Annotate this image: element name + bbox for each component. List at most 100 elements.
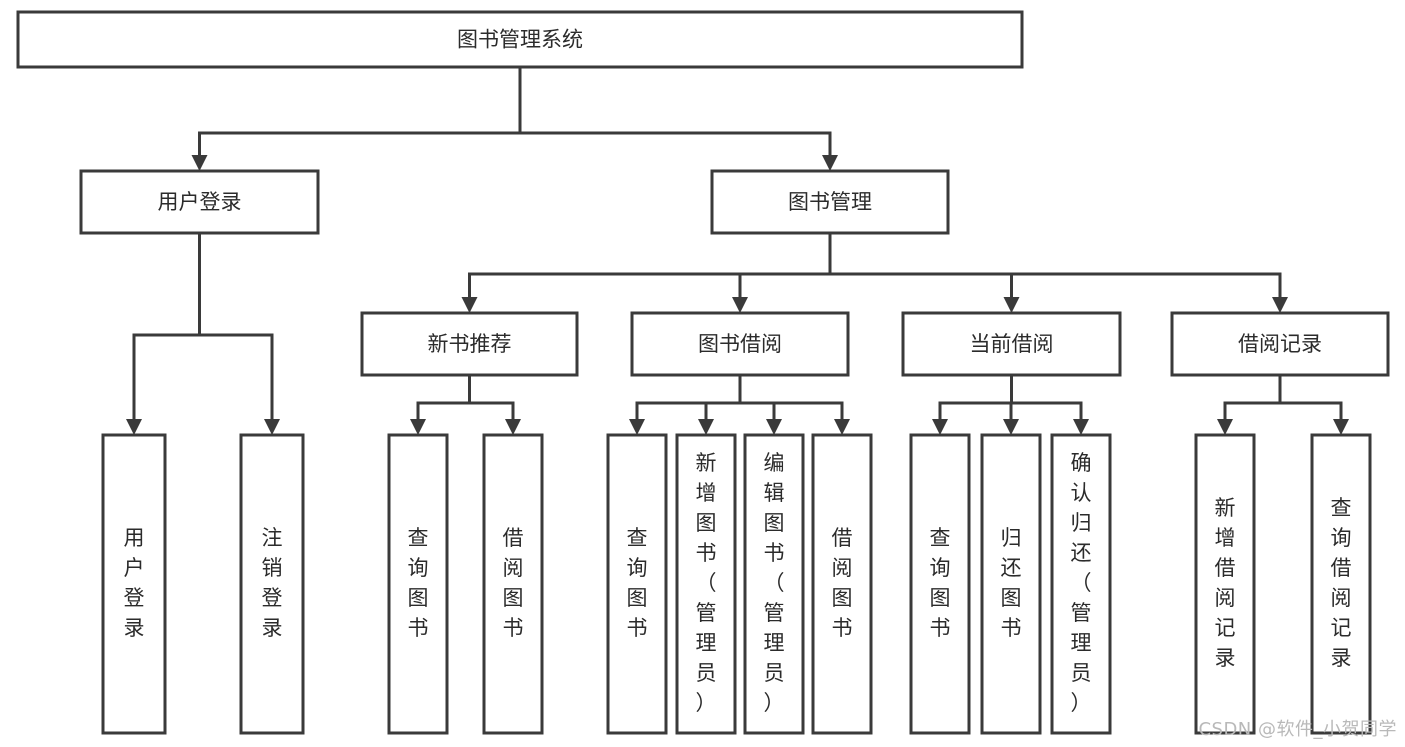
node-leaf-add-book[interactable]: 新增图书（管理员）: [675, 433, 737, 735]
connector-line: [738, 375, 776, 422]
node-leaf-add-record[interactable]: 新增借阅记录: [1194, 433, 1256, 735]
node-box[interactable]: [743, 433, 805, 735]
connector-root-to-book-manage: [518, 67, 838, 171]
arrow-head-icon: [126, 419, 142, 435]
node-new-book-recommend[interactable]: 新书推荐: [360, 311, 579, 377]
connector-line: [938, 375, 1013, 422]
node-box[interactable]: [901, 311, 1122, 377]
connector-line: [704, 375, 742, 422]
arrow-head-icon: [732, 297, 748, 313]
node-box[interactable]: [1050, 433, 1112, 735]
node-label: 借阅图书: [503, 526, 524, 640]
node-book-manage[interactable]: 图书管理: [710, 169, 950, 235]
arrow-head-icon: [1333, 419, 1349, 435]
connector-user-login-to-leaf-user-login: [126, 233, 201, 435]
node-box[interactable]: [909, 433, 971, 735]
node-label: 当前借阅: [970, 332, 1054, 356]
node-label: 新增借阅记录: [1215, 496, 1236, 670]
connector-book-borrow-to-leaf-query-book-b: [629, 375, 742, 435]
connector-line: [738, 233, 832, 300]
node-label: 用户登录: [158, 190, 242, 214]
node-label: 注销登录: [262, 526, 283, 640]
arrow-head-icon: [1272, 297, 1288, 313]
connector-line: [468, 233, 832, 300]
node-box[interactable]: [811, 433, 873, 735]
connector-line: [635, 375, 742, 422]
node-leaf-logout[interactable]: 注销登录: [239, 433, 305, 735]
connector-root-to-user-login: [191, 67, 522, 171]
node-box[interactable]: [630, 311, 850, 377]
connector-current-borrow-to-leaf-query-book-c: [932, 375, 1013, 435]
node-leaf-confirm-return[interactable]: 确认归还（管理员）: [1050, 433, 1112, 735]
arrow-head-icon: [932, 419, 948, 435]
node-box[interactable]: [482, 433, 544, 735]
connector-user-login-to-leaf-logout: [198, 233, 280, 435]
node-current-borrow[interactable]: 当前借阅: [901, 311, 1122, 377]
node-label: 编辑图书（管理员）: [764, 451, 785, 715]
connector-layer: [126, 67, 1349, 435]
arrow-head-icon: [264, 419, 280, 435]
node-leaf-query-record[interactable]: 查询借阅记录: [1310, 433, 1372, 735]
node-borrow-record[interactable]: 借阅记录: [1170, 311, 1390, 377]
connector-book-manage-to-borrow-record: [828, 233, 1288, 313]
connector-line: [132, 233, 201, 422]
connector-line: [828, 233, 1013, 300]
arrow-head-icon: [410, 419, 426, 435]
node-leaf-edit-book[interactable]: 编辑图书（管理员）: [743, 433, 805, 735]
connector-line: [1223, 375, 1282, 422]
node-label: 用户登录: [124, 526, 145, 640]
node-label: 图书管理系统: [457, 28, 583, 52]
node-label: 确认归还（管理员）: [1071, 451, 1092, 715]
node-box[interactable]: [675, 433, 737, 735]
node-leaf-query-book-c[interactable]: 查询图书: [909, 433, 971, 735]
watermark-label: CSDN @软件_小贺同学: [1198, 719, 1397, 740]
connector-line: [1010, 375, 1083, 422]
node-box[interactable]: [606, 433, 668, 735]
node-label: 查询图书: [408, 526, 429, 640]
node-book-borrow[interactable]: 图书借阅: [630, 311, 850, 377]
connector-new-book-recommend-to-leaf-query-book-a: [410, 375, 471, 435]
node-leaf-user-login[interactable]: 用户登录: [101, 433, 167, 735]
node-box[interactable]: [387, 433, 449, 735]
connector-new-book-recommend-to-leaf-borrow-book-a: [468, 375, 521, 435]
connector-line: [518, 67, 832, 158]
node-leaf-borrow-book-a[interactable]: 借阅图书: [482, 433, 544, 735]
node-label: 归还图书: [1001, 526, 1022, 640]
arrow-head-icon: [1217, 419, 1233, 435]
connector-line: [198, 233, 274, 422]
node-box[interactable]: [360, 311, 579, 377]
node-box[interactable]: [1310, 433, 1372, 735]
node-box[interactable]: [16, 10, 1024, 69]
arrow-head-icon: [629, 419, 645, 435]
node-box[interactable]: [1194, 433, 1256, 735]
arrow-head-icon: [1003, 297, 1020, 313]
node-box[interactable]: [79, 169, 320, 235]
node-label: 借阅图书: [832, 526, 853, 640]
connector-book-manage-to-book-borrow: [732, 233, 832, 313]
node-box[interactable]: [710, 169, 950, 235]
node-leaf-query-book-a[interactable]: 查询图书: [387, 433, 449, 735]
connector-line: [1278, 375, 1343, 422]
arrow-head-icon: [1073, 419, 1089, 435]
connector-line: [198, 67, 522, 158]
node-box[interactable]: [1170, 311, 1390, 377]
arrow-head-icon: [191, 155, 208, 171]
connector-line: [468, 375, 515, 422]
node-label: 新增图书（管理员）: [696, 451, 717, 715]
arrow-head-icon: [834, 419, 850, 435]
connector-book-borrow-to-leaf-add-book: [698, 375, 742, 435]
node-label: 借阅记录: [1238, 332, 1322, 356]
node-box[interactable]: [239, 433, 305, 735]
connector-borrow-record-to-leaf-query-record: [1278, 375, 1349, 435]
arrow-head-icon: [1003, 419, 1019, 435]
node-user-login[interactable]: 用户登录: [79, 169, 320, 235]
node-root[interactable]: 图书管理系统: [16, 10, 1024, 69]
connector-current-borrow-to-leaf-confirm-return: [1010, 375, 1089, 435]
node-leaf-query-book-b[interactable]: 查询图书: [606, 433, 668, 735]
node-box[interactable]: [980, 433, 1042, 735]
node-label: 图书管理: [788, 190, 872, 214]
node-leaf-return-book[interactable]: 归还图书: [980, 433, 1042, 735]
node-box[interactable]: [101, 433, 167, 735]
node-leaf-borrow-book-b[interactable]: 借阅图书: [811, 433, 873, 735]
